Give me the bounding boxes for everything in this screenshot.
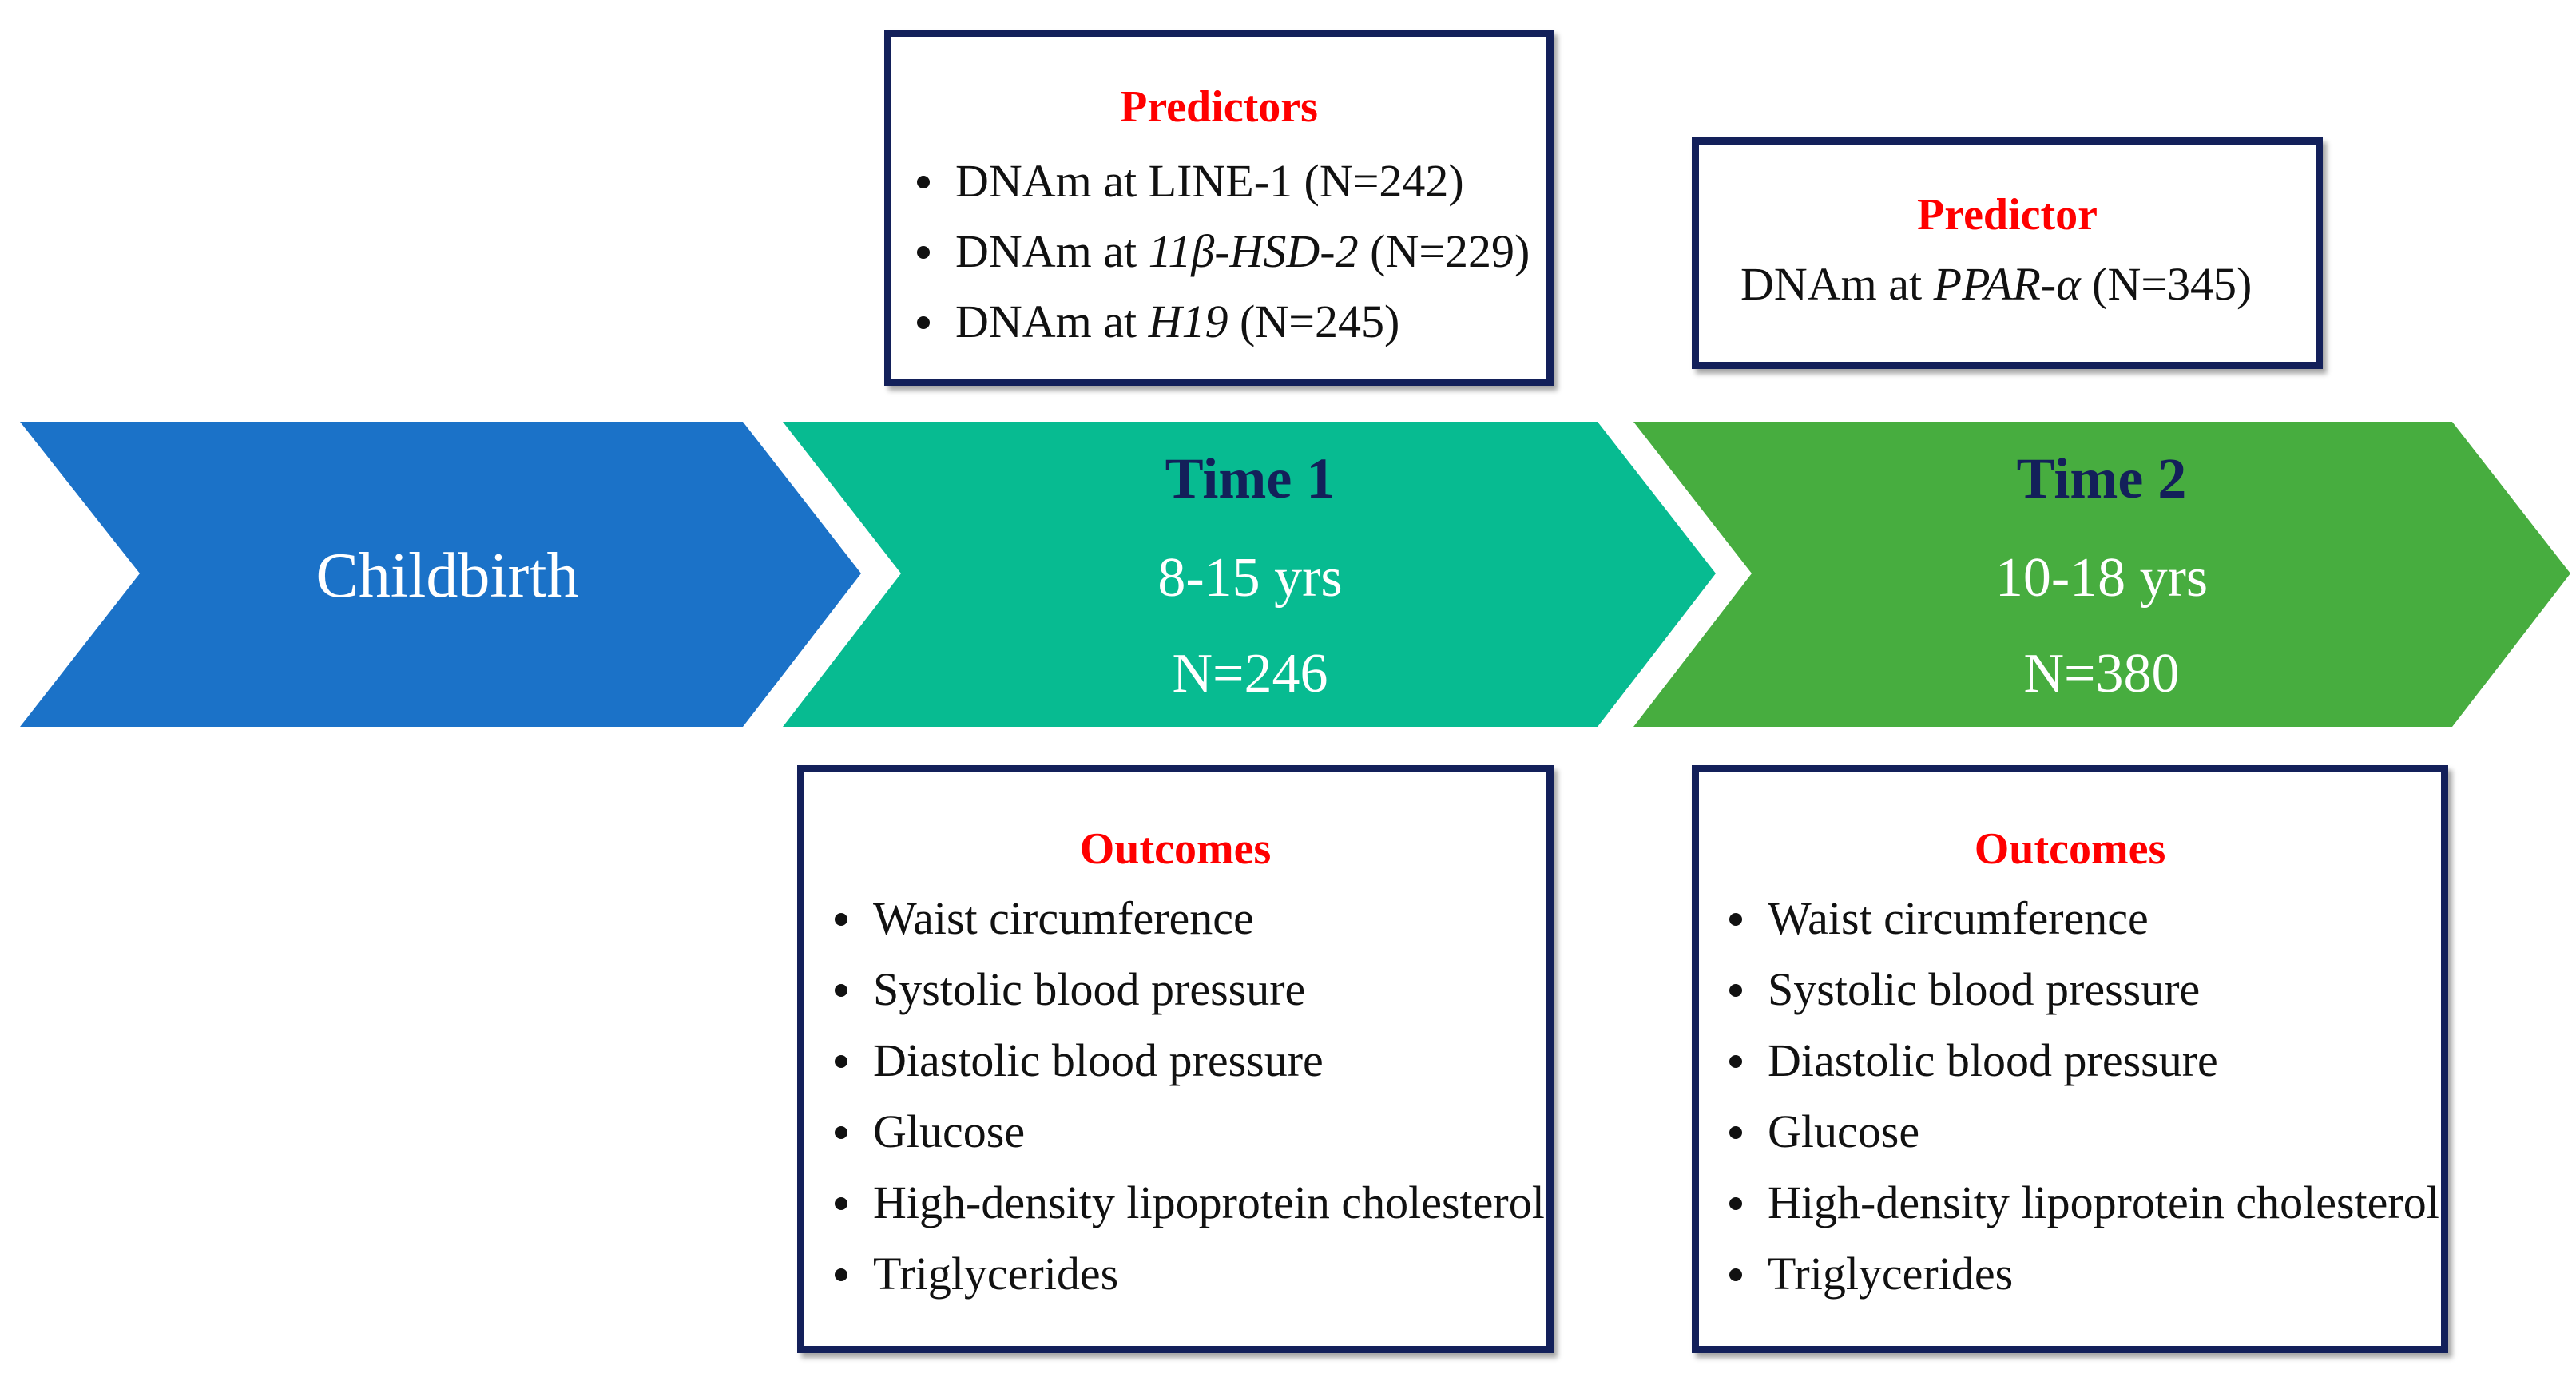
bullet-icon [835, 984, 847, 997]
predictor-gene: 11β-HSD-2 [1148, 225, 1359, 277]
predictor-n: (N=245) [1228, 296, 1400, 347]
bullet-icon [917, 176, 930, 188]
time1-age: 8-15 yrs [1157, 547, 1343, 609]
predictor-gene: PPAR-α [1933, 258, 2081, 310]
childbirth-arrow [20, 422, 861, 727]
predictor-prefix: DNAm at [1740, 258, 1934, 310]
outcomes-box-time2: Outcomes Waist circumference Systolic bl… [1692, 765, 2448, 1353]
predictor-text: DNAm at PPAR-α (N=345) [1740, 261, 2316, 308]
bullet-icon [1729, 1268, 1742, 1281]
bullet-icon [1729, 913, 1742, 926]
outcome-item: Triglycerides [1729, 1248, 2441, 1300]
bullet-icon [917, 316, 930, 329]
outcome-item: High-density lipoprotein cholesterol [1729, 1177, 2441, 1228]
bullet-icon [1729, 1055, 1742, 1068]
predictor-item: DNAm at H19 (N=245) [917, 296, 1546, 347]
predictor-item: DNAm at LINE-1 (N=242) [917, 155, 1546, 207]
predictor-gene: H19 [1148, 296, 1228, 347]
outcome-label: High-density lipoprotein cholesterol [1768, 1177, 2439, 1228]
outcome-item: High-density lipoprotein cholesterol [835, 1177, 1546, 1228]
time1-title: Time 1 [1165, 446, 1336, 510]
outcome-item: Triglycerides [835, 1248, 1546, 1300]
predictor-prefix: DNAm at [955, 155, 1149, 207]
bullet-icon [835, 1268, 847, 1281]
predictors-box: Predictors DNAm at LINE-1 (N=242) DNAm a… [884, 30, 1554, 386]
bullet-icon [835, 1197, 847, 1210]
outcome-item: Systolic blood pressure [835, 963, 1546, 1015]
bullet-icon [835, 1055, 847, 1068]
outcome-label: Diastolic blood pressure [873, 1034, 1324, 1086]
outcomes-box-time1: Outcomes Waist circumference Systolic bl… [797, 765, 1554, 1353]
outcome-item: Waist circumference [1729, 892, 2441, 944]
outcome-label: High-density lipoprotein cholesterol [873, 1177, 1545, 1228]
bullet-icon [917, 246, 930, 259]
time2-arrow [1633, 422, 2570, 727]
outcomes-list: Waist circumference Systolic blood press… [835, 892, 1546, 1300]
predictors-heading: Predictors [1120, 82, 1318, 132]
outcomes-list: Waist circumference Systolic blood press… [1729, 892, 2441, 1300]
outcomes-heading: Outcomes [1079, 824, 1272, 874]
bullet-icon [835, 913, 847, 926]
outcome-label: Systolic blood pressure [1768, 963, 2201, 1015]
bullet-icon [1729, 984, 1742, 997]
outcome-label: Diastolic blood pressure [1768, 1034, 2218, 1086]
outcome-item: Diastolic blood pressure [835, 1038, 1546, 1084]
outcome-label: Systolic blood pressure [873, 963, 1306, 1015]
predictor-box: Predictor DNAm at PPAR-α (N=345) [1692, 137, 2323, 369]
outcome-item: Glucose [835, 1109, 1546, 1155]
predictor-n: (N=242) [1292, 155, 1464, 207]
outcome-item: Systolic blood pressure [1729, 963, 2441, 1015]
time2-age: 10-18 yrs [1995, 547, 2209, 609]
bullet-icon [1729, 1197, 1742, 1210]
time1-n: N=246 [1172, 643, 1328, 704]
predictors-list: DNAm at LINE-1 (N=242) DNAm at 11β-HSD-2… [917, 155, 1546, 347]
outcome-item: Waist circumference [835, 892, 1546, 944]
outcome-item: Glucose [1729, 1109, 2441, 1155]
childbirth-label: Childbirth [316, 541, 579, 611]
predictor-prefix: DNAm at [955, 296, 1149, 347]
time1-arrow [783, 422, 1716, 727]
outcome-label: Glucose [873, 1105, 1026, 1157]
outcome-label: Waist circumference [873, 892, 1254, 944]
outcome-label: Triglycerides [1768, 1248, 2014, 1300]
outcome-label: Triglycerides [873, 1248, 1119, 1300]
bullet-icon [835, 1126, 847, 1139]
predictor-prefix: DNAm at [955, 225, 1149, 277]
time2-title: Time 2 [2016, 446, 2187, 510]
outcomes-heading: Outcomes [1974, 824, 2166, 874]
predictor-heading: Predictor [1917, 190, 2098, 240]
outcome-label: Waist circumference [1768, 892, 2149, 944]
predictor-gene: LINE-1 [1148, 155, 1293, 207]
predictor-n: (N=345) [2080, 258, 2253, 310]
outcome-item: Diastolic blood pressure [1729, 1038, 2441, 1084]
predictor-n: (N=229) [1358, 225, 1530, 277]
bullet-icon [1729, 1126, 1742, 1139]
outcome-label: Glucose [1768, 1105, 1920, 1157]
predictor-item: DNAm at 11β-HSD-2 (N=229) [917, 225, 1546, 277]
time2-n: N=380 [2023, 643, 2180, 704]
